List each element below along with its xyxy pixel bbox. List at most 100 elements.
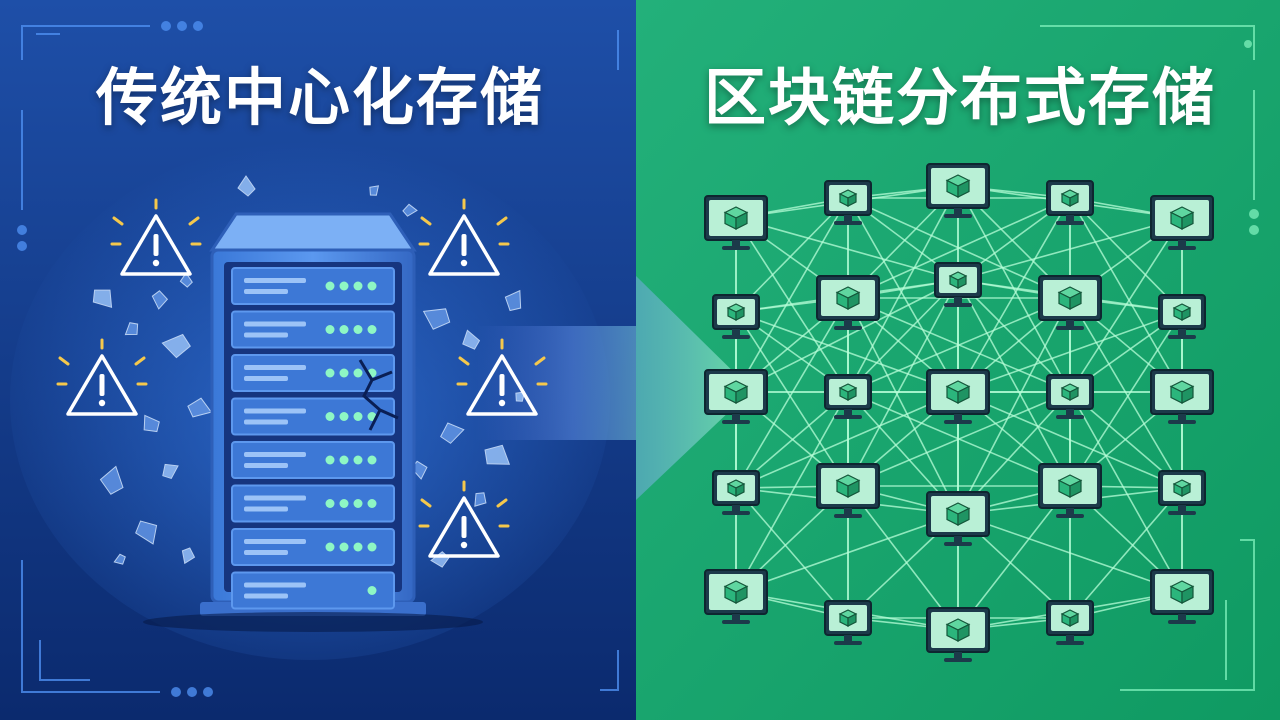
computer-node-icon bbox=[704, 569, 768, 624]
computer-node-icon bbox=[1150, 195, 1214, 250]
debris-shard bbox=[237, 175, 256, 197]
status-light bbox=[353, 281, 363, 291]
computer-node-icon bbox=[1158, 294, 1206, 339]
block-cube-icon bbox=[838, 609, 858, 627]
computer-node-icon bbox=[926, 163, 990, 218]
computer-node-icon bbox=[1038, 275, 1102, 330]
computer-node-icon bbox=[926, 491, 990, 546]
network-link bbox=[735, 217, 959, 281]
network-link bbox=[847, 297, 1071, 393]
computer-node-icon bbox=[1046, 180, 1094, 225]
network-link bbox=[1069, 391, 1183, 593]
status-light bbox=[339, 455, 349, 465]
status-light bbox=[353, 325, 363, 334]
transition-arrow-icon bbox=[476, 276, 752, 500]
network-link bbox=[957, 297, 1071, 515]
network-link bbox=[847, 391, 1071, 487]
debris-shard bbox=[181, 547, 196, 565]
debris-shard bbox=[369, 185, 380, 196]
computer-node-icon bbox=[1038, 463, 1102, 518]
network-link bbox=[735, 279, 959, 393]
left-panel-title: 传统中心化存储 bbox=[95, 61, 544, 134]
debris-shard bbox=[484, 444, 511, 465]
status-light bbox=[339, 368, 349, 378]
debris-shard bbox=[462, 329, 481, 350]
block-cube-icon bbox=[1057, 474, 1083, 498]
network-link bbox=[735, 197, 849, 313]
computer-node-icon bbox=[816, 463, 880, 518]
status-light bbox=[339, 325, 349, 334]
warning-triangle-icon bbox=[456, 338, 548, 416]
block-cube-icon bbox=[838, 189, 858, 207]
status-light bbox=[367, 542, 377, 552]
block-cube-icon bbox=[1060, 609, 1080, 627]
server-unit bbox=[231, 571, 395, 610]
computer-node-icon bbox=[712, 294, 760, 339]
status-light bbox=[339, 281, 349, 291]
warnings-group bbox=[56, 198, 548, 558]
network-link bbox=[847, 197, 959, 393]
server-units bbox=[231, 267, 395, 610]
status-light bbox=[339, 542, 349, 552]
status-light bbox=[367, 499, 377, 508]
network-link bbox=[957, 279, 1071, 487]
status-light bbox=[353, 412, 363, 421]
status-light bbox=[325, 499, 335, 508]
status-light bbox=[367, 281, 377, 291]
network-link bbox=[1069, 197, 1183, 393]
debris-shard bbox=[422, 308, 451, 330]
block-cube-icon bbox=[726, 303, 746, 321]
debris-shard bbox=[179, 272, 193, 288]
computer-node-icon bbox=[824, 180, 872, 225]
debris-shard bbox=[161, 333, 191, 359]
block-cube-icon bbox=[1060, 189, 1080, 207]
server-unit bbox=[231, 484, 395, 523]
computer-node-icon bbox=[1158, 470, 1206, 515]
server-rack-shadow bbox=[143, 612, 483, 632]
server-unit bbox=[231, 441, 395, 479]
debris-shard bbox=[99, 465, 124, 495]
status-light bbox=[325, 455, 335, 465]
status-light bbox=[339, 412, 349, 421]
network-link bbox=[735, 197, 849, 393]
status-light bbox=[353, 455, 363, 465]
network-link bbox=[957, 485, 1071, 631]
block-cube-icon bbox=[945, 380, 971, 404]
status-light bbox=[325, 368, 335, 378]
block-cube-icon bbox=[838, 383, 858, 401]
computer-node-icon bbox=[926, 607, 990, 662]
network-link bbox=[847, 197, 1071, 299]
status-light bbox=[353, 499, 363, 508]
block-cube-icon bbox=[945, 174, 971, 198]
debris-shard bbox=[515, 391, 526, 402]
status-light bbox=[353, 368, 363, 378]
status-light bbox=[339, 499, 349, 508]
computer-node-icon bbox=[1046, 374, 1094, 419]
network-link bbox=[1069, 311, 1183, 487]
block-cube-icon bbox=[1057, 286, 1083, 310]
network-link bbox=[735, 513, 959, 593]
network-link bbox=[847, 485, 959, 631]
status-light bbox=[325, 281, 335, 291]
network-link bbox=[735, 297, 849, 489]
block-cube-icon bbox=[1060, 383, 1080, 401]
server-unit bbox=[231, 267, 395, 305]
server-crack bbox=[358, 359, 399, 431]
right-panel-title: 区块链分布式存储 bbox=[703, 61, 1216, 134]
network-link bbox=[1069, 487, 1183, 619]
network-link bbox=[1069, 297, 1183, 489]
computer-node-icon bbox=[1046, 600, 1094, 645]
status-light bbox=[367, 455, 377, 465]
debris-shard bbox=[402, 203, 418, 217]
block-cube-icon bbox=[835, 286, 861, 310]
network-link bbox=[735, 391, 849, 593]
network-link bbox=[1069, 197, 1183, 313]
computer-node-icon bbox=[1150, 369, 1214, 424]
block-cube-icon bbox=[723, 580, 749, 604]
network-nodes bbox=[704, 163, 1214, 662]
debris-shard bbox=[92, 289, 113, 309]
computer-node-icon bbox=[816, 275, 880, 330]
computer-node-icon bbox=[704, 369, 768, 424]
status-light bbox=[367, 586, 377, 595]
